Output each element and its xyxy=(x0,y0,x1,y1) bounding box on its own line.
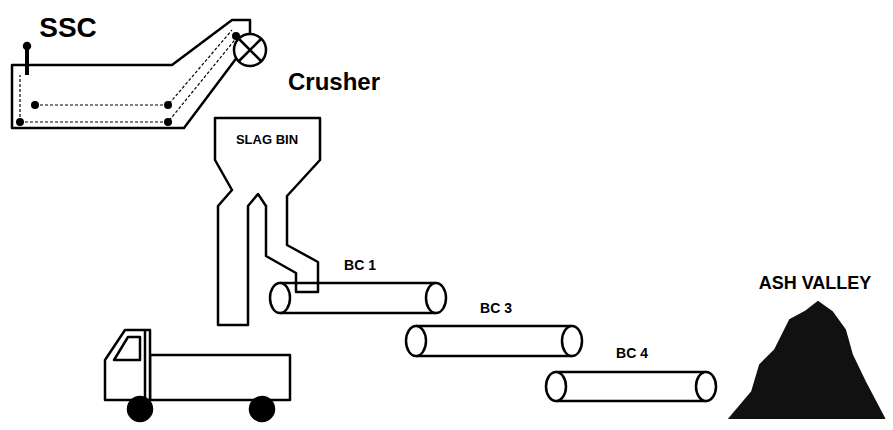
node-text: ASH VALLEY xyxy=(759,274,872,294)
ssc-pole-top xyxy=(24,43,30,49)
node-text: BC 1 xyxy=(344,258,376,273)
node-text: BC 3 xyxy=(480,301,512,316)
belt-conveyor xyxy=(406,326,582,356)
ssc-chain xyxy=(19,75,20,122)
belt-conveyor xyxy=(546,372,716,401)
conveyor-label: SSC xyxy=(36,11,100,46)
crusher-label: Crusher xyxy=(285,67,383,97)
conveyor-label: BC 3 xyxy=(477,299,515,318)
node-text: SSC xyxy=(39,13,97,44)
crusher-symbol xyxy=(234,34,266,66)
ssc-chain xyxy=(20,36,238,122)
ssc-sprocket xyxy=(31,101,39,109)
ssc-sprocket xyxy=(164,101,172,109)
conveyor-label: BC 4 xyxy=(613,344,651,363)
dump-label: ASH VALLEY xyxy=(756,272,875,296)
crusher-cross xyxy=(239,39,261,61)
node-text: BC 4 xyxy=(616,346,648,361)
conveyor-label: BC 1 xyxy=(341,256,379,275)
ash-mound xyxy=(730,302,884,418)
ssc-sprocket xyxy=(16,118,24,126)
ssc-sprocket xyxy=(164,118,172,126)
crusher-cross xyxy=(239,39,261,61)
belt-conveyor xyxy=(270,283,446,313)
node-text: Crusher xyxy=(288,69,380,95)
slag-bin xyxy=(215,118,320,325)
node-text: SLAG BIN xyxy=(236,133,298,147)
dump-truck xyxy=(105,330,290,421)
bin-label: SLAG BIN xyxy=(233,131,301,149)
